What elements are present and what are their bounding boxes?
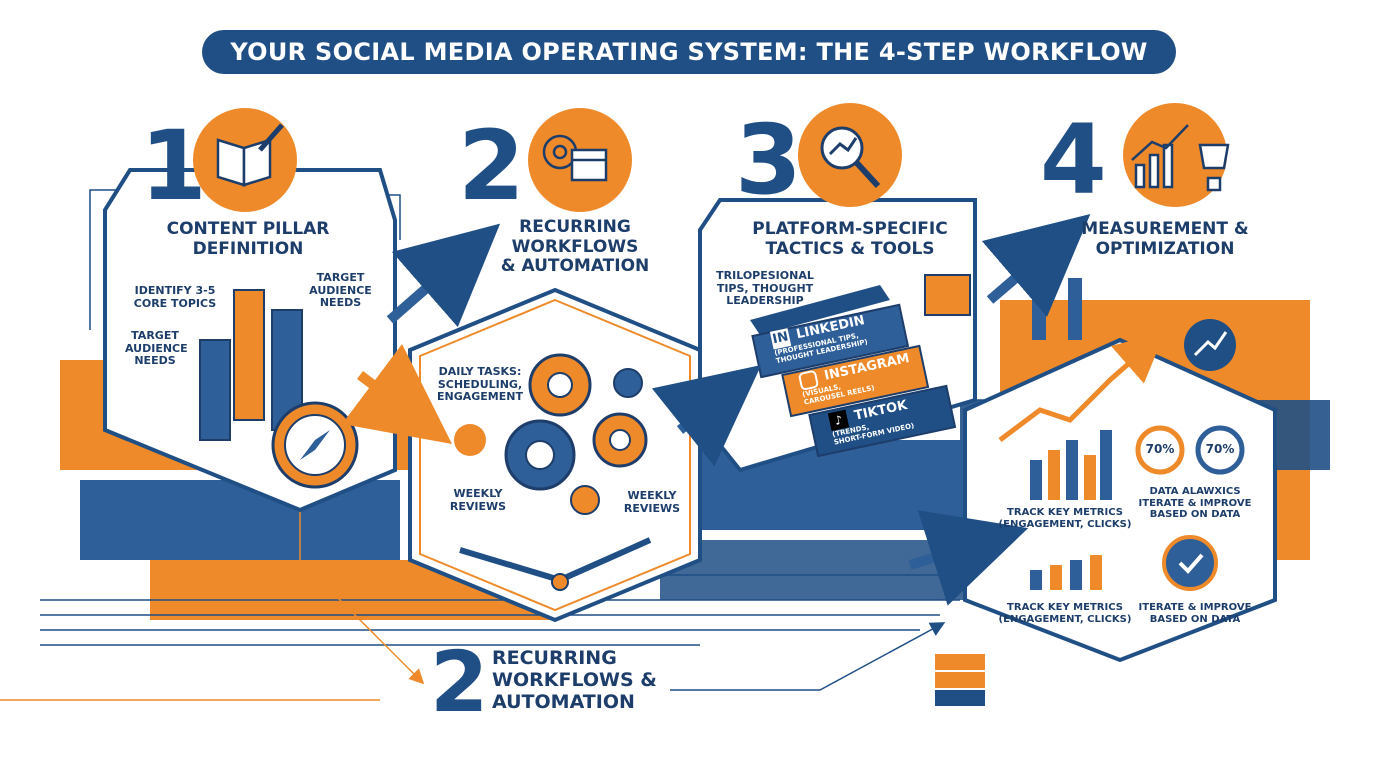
page-title: YOUR SOCIAL MEDIA OPERATING SYSTEM: THE … xyxy=(230,38,1148,66)
step-3-note-tips: TRILOPESIONAL TIPS, THOUGHT LEADERSHIP xyxy=(710,269,820,308)
step-1-note-line: TARGET xyxy=(131,329,179,342)
step-4-note-line: (ENGAGEMENT, CLICKS) xyxy=(998,613,1132,625)
gauge-value-2: 70% xyxy=(1205,442,1235,456)
step-1-heading-line2: DEFINITION xyxy=(192,238,304,259)
open-book-pencil-icon xyxy=(216,123,284,187)
step-1-number: 1 xyxy=(140,110,207,222)
step-4-number: 4 xyxy=(1040,104,1107,216)
compass-icon xyxy=(271,401,359,489)
step-1-note-line: AUDIENCE NEEDS xyxy=(125,341,188,368)
step-3-heading: PLATFORM-SPECIFIC TACTICS & TOOLS xyxy=(730,219,970,259)
step-1-heading-line1: CONTENT PILLAR xyxy=(166,219,330,239)
step-3-number: 3 xyxy=(735,104,802,216)
step-1-note-line: NEEDS xyxy=(319,296,362,310)
step-2-note-line: WEEKLY xyxy=(627,489,677,502)
step-4-note-metrics-a: TRACK KEY METRICS (ENGAGEMENT, CLICKS) xyxy=(995,507,1135,530)
step-4-note-line: ITERATE & IMPROVE xyxy=(1138,497,1252,509)
bottom-step-line2: WORKFLOWS & xyxy=(492,668,657,691)
step-4-heading: MEASUREMENT & OPTIMIZATION xyxy=(1060,219,1270,259)
step4-charts xyxy=(998,278,1245,591)
gauge-value-1: 70% xyxy=(1145,442,1175,456)
step-2-note-line: REVIEWS xyxy=(449,499,507,513)
bottom-step-line3: AUTOMATION xyxy=(492,690,635,713)
step-3-heading-line1: PLATFORM-SPECIFIC xyxy=(752,219,948,239)
step-3-note-line: TRILOPESIONAL xyxy=(716,269,814,282)
bottom-step-text: RECURRING WORKFLOWS & AUTOMATION xyxy=(492,647,672,714)
step-4-note-line: BASED ON DATA xyxy=(1149,509,1241,520)
step-3-note-line: LEADERSHIP xyxy=(726,294,804,308)
stacked-blocks-icon xyxy=(935,654,985,706)
step-4-heading-line2: OPTIMIZATION xyxy=(1095,238,1235,259)
step-2-note-daily: DAILY TASKS: SCHEDULING, ENGAGEMENT xyxy=(425,365,535,404)
growth-chart-trophy-icon xyxy=(1131,124,1230,192)
step-3-note-line: TIPS, THOUGHT xyxy=(716,281,814,295)
title-banner: YOUR SOCIAL MEDIA OPERATING SYSTEM: THE … xyxy=(202,30,1176,74)
step-2-note-line: ENGAGEMENT xyxy=(437,390,523,404)
step-2-note-line: SCHEDULING, xyxy=(437,377,523,391)
step-2-number: 2 xyxy=(458,110,525,222)
step-2-heading: RECURRING WORKFLOWS & AUTOMATION xyxy=(470,217,680,277)
step-1-note-audience-b: TARGET AUDIENCE NEEDS xyxy=(115,329,195,368)
step-2-heading-line2: WORKFLOWS xyxy=(511,236,639,257)
step-2-heading-line1: RECURRING xyxy=(519,217,631,237)
step2-gears xyxy=(454,353,652,591)
step-4-note-line: DATA ALAWXICS xyxy=(1149,486,1241,497)
step-1-heading: CONTENT PILLAR DEFINITION xyxy=(148,219,348,259)
platform-cards xyxy=(750,274,971,458)
step-2-note-weekly-a: WEEKLY REVIEWS xyxy=(438,487,518,513)
step-2-note-line: DAILY TASKS: xyxy=(438,365,522,378)
step-2-note-line: REVIEWS xyxy=(623,501,681,515)
bottom-step-line1: RECURRING xyxy=(492,647,617,669)
step-1-note-line: IDENTIFY 3-5 xyxy=(134,284,216,297)
step-4-note-line: BASED ON DATA xyxy=(1149,613,1241,625)
step-4-heading-line1: MEASUREMENT & xyxy=(1081,219,1249,239)
step-4-note-line: TRACK KEY METRICS xyxy=(1007,507,1123,518)
magnifier-chart-icon xyxy=(820,126,881,189)
step-4-note-metrics-b: TRACK KEY METRICS (ENGAGEMENT, CLICKS) xyxy=(995,602,1135,625)
step-1-note-topics: IDENTIFY 3-5 CORE TOPICS xyxy=(120,284,230,310)
bottom-step-number: 2 xyxy=(430,633,489,731)
step-connector-arrows xyxy=(342,213,1091,606)
step-4-note-line: (ENGAGEMENT, CLICKS) xyxy=(998,518,1132,530)
step-2-heading-line3: & AUTOMATION xyxy=(500,256,650,277)
step-4-note-line: TRACK KEY METRICS xyxy=(1007,602,1123,613)
step-4-note-iterate: ITERATE & IMPROVE BASED ON DATA xyxy=(1135,602,1255,625)
step-4-note-data: DATA ALAWXICS ITERATE & IMPROVE BASED ON… xyxy=(1130,486,1260,521)
step-4-note-line: ITERATE & IMPROVE xyxy=(1138,602,1252,613)
step-3-heading-line2: TACTICS & TOOLS xyxy=(765,238,935,259)
step-2-note-weekly-b: WEEKLY REVIEWS xyxy=(612,489,692,515)
step-1-note-line: AUDIENCE xyxy=(309,283,372,297)
step-1-note-line: TARGET xyxy=(316,271,365,284)
step-1-note-audience-a: TARGET AUDIENCE NEEDS xyxy=(298,271,383,310)
gears-calendar-icon xyxy=(542,134,608,182)
step-1-note-line: CORE TOPICS xyxy=(133,296,217,310)
step-2-note-line: WEEKLY xyxy=(453,487,503,500)
